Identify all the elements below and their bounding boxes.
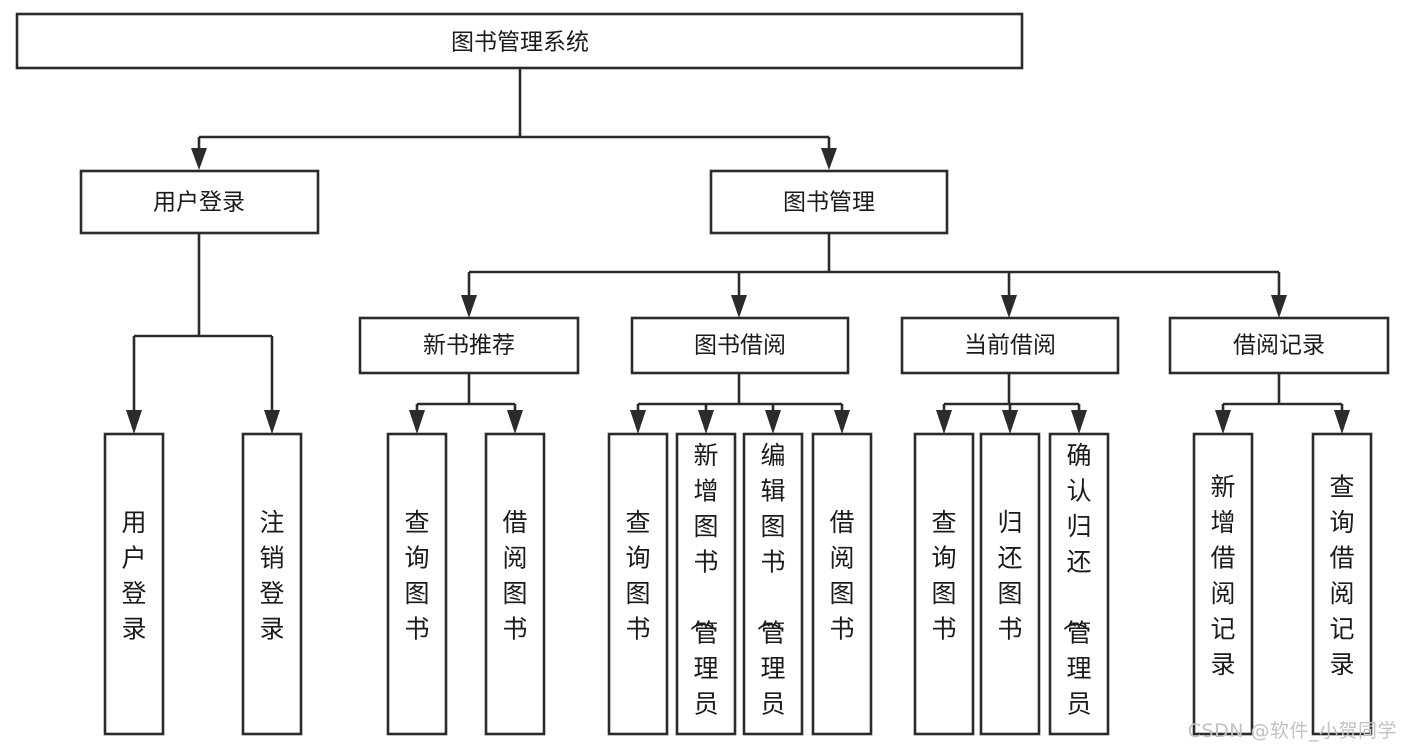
leaf-add-record-box[interactable] (1192, 432, 1254, 736)
arrow-to-current-borrow (1001, 295, 1017, 318)
node-current-borrow-label: 当前借阅 (964, 333, 1056, 359)
node-borrow-record-box[interactable] (1168, 316, 1390, 375)
arrow-to-book-manage (821, 148, 837, 170)
leaf-return-book-label: 归还图书 (997, 508, 1022, 644)
leaf-query-book-2[interactable]: 查询图书 (607, 432, 669, 736)
arrow-to-new-book-rec (461, 295, 477, 318)
node-user-login-box[interactable] (79, 169, 320, 235)
leaf-return-book[interactable]: 归还图书 (979, 432, 1041, 736)
arrow-to-leaf-return-book (1002, 410, 1018, 434)
leaf-add-book[interactable]: 新增图书（管理员） (675, 432, 737, 747)
arrow-to-leaf-borrow-book-1 (507, 410, 523, 434)
leaf-query-record[interactable]: 查询借阅记录 (1311, 432, 1373, 736)
leaf-user-login-label: 用户登录 (121, 508, 146, 644)
node-root-box[interactable] (15, 12, 1024, 70)
leaf-query-book-1-box[interactable] (386, 432, 448, 736)
leaf-borrow-book-1[interactable]: 借阅图书 (484, 432, 546, 736)
arrow-to-leaf-query-book-3 (936, 410, 952, 434)
arrow-to-borrow-record (1271, 295, 1287, 318)
leaf-user-login[interactable]: 用户登录 (103, 432, 165, 736)
node-current-borrow-box[interactable] (900, 316, 1120, 375)
leaf-query-book-1[interactable]: 查询图书 (386, 432, 448, 736)
arrow-to-leaf-confirm-return (1071, 410, 1087, 434)
node-book-borrow-label: 图书借阅 (694, 333, 786, 359)
node-book-manage[interactable]: 图书管理 (709, 169, 949, 235)
leaf-query-book-2-label: 查询图书 (625, 508, 650, 644)
leaf-query-book-3-box[interactable] (913, 432, 975, 736)
node-borrow-record[interactable]: 借阅记录 (1168, 316, 1390, 375)
node-book-borrow-box[interactable] (630, 316, 850, 375)
leaf-confirm-return-box[interactable] (1048, 432, 1110, 736)
leaf-edit-book-box[interactable] (742, 432, 804, 736)
node-user-login-label: 用户登录 (153, 190, 245, 216)
leaf-user-logout[interactable]: 注销登录 (241, 432, 303, 736)
arrow-to-leaf-user-login (126, 410, 142, 434)
node-borrow-record-label: 借阅记录 (1233, 333, 1325, 359)
arrow-to-leaf-add-record (1215, 410, 1231, 434)
node-book-borrow[interactable]: 图书借阅 (630, 316, 850, 375)
node-user-login[interactable]: 用户登录 (79, 169, 320, 235)
node-root-label: 图书管理系统 (451, 30, 589, 56)
leaf-query-record-box[interactable] (1311, 432, 1373, 736)
leaf-borrow-book-2[interactable]: 借阅图书 (811, 432, 873, 736)
leaf-user-login-box[interactable] (103, 432, 165, 736)
arrow-to-leaf-query-record (1334, 410, 1350, 434)
arrow-to-leaf-query-book-1 (409, 410, 425, 434)
leaf-borrow-book-2-label: 借阅图书 (829, 508, 854, 644)
node-new-book-rec[interactable]: 新书推荐 (358, 316, 580, 375)
arrow-to-user-login (191, 148, 207, 170)
node-book-manage-label: 图书管理 (783, 190, 875, 216)
node-new-book-rec-box[interactable] (358, 316, 580, 375)
node-book-manage-box[interactable] (709, 169, 949, 235)
node-new-book-rec-label: 新书推荐 (423, 333, 515, 359)
leaf-borrow-book-1-label: 借阅图书 (502, 508, 527, 644)
leaf-return-book-box[interactable] (979, 432, 1041, 736)
leaf-borrow-book-1-box[interactable] (484, 432, 546, 736)
leaf-query-book-3-label: 查询图书 (931, 508, 956, 644)
leaf-query-book-1-label: 查询图书 (404, 508, 429, 644)
leaf-user-logout-box[interactable] (241, 432, 303, 736)
leaf-confirm-return[interactable]: 确认归还（管理员） (1048, 432, 1110, 747)
leaf-edit-book[interactable]: 编辑图书（管理员） (742, 432, 804, 747)
node-root[interactable]: 图书管理系统 (15, 12, 1024, 70)
connector-layer (126, 68, 1350, 434)
leaf-confirm-return-label: 确认归还（管理员） (1060, 441, 1091, 747)
arrow-to-leaf-edit-book (765, 410, 781, 434)
leaf-edit-book-label: 编辑图书（管理员） (754, 441, 785, 747)
leaf-borrow-book-2-box[interactable] (811, 432, 873, 736)
arrow-to-leaf-borrow-book-2 (834, 410, 850, 434)
arrow-to-leaf-user-logout (264, 410, 280, 434)
arrow-to-leaf-add-book (698, 410, 714, 434)
leaf-add-record-label: 新增借阅记录 (1210, 472, 1235, 679)
leaf-add-record[interactable]: 新增借阅记录 (1192, 432, 1254, 736)
arrow-to-book-borrow (731, 295, 747, 318)
leaf-query-book-2-box[interactable] (607, 432, 669, 736)
leaf-add-book-label: 新增图书（管理员） (687, 441, 718, 747)
leaf-user-logout-label: 注销登录 (259, 508, 284, 644)
node-current-borrow[interactable]: 当前借阅 (900, 316, 1120, 375)
watermark: CSDN @软件_小贺同学 (1187, 720, 1397, 742)
leaf-query-book-3[interactable]: 查询图书 (913, 432, 975, 736)
leaf-add-book-box[interactable] (675, 432, 737, 736)
arrow-to-leaf-query-book-2 (630, 410, 646, 434)
leaf-query-record-label: 查询借阅记录 (1329, 472, 1354, 679)
